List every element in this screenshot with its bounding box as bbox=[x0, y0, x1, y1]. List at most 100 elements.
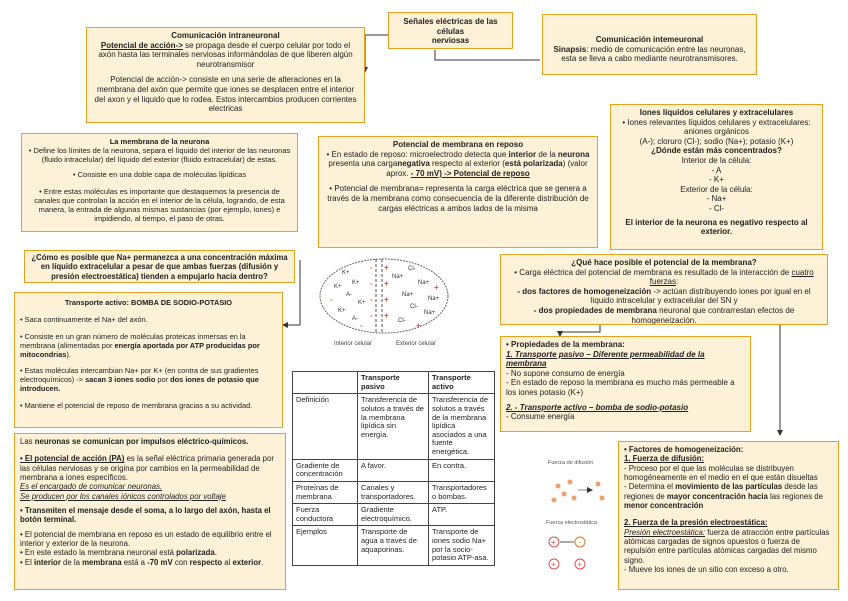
intraneuronal-p2: Potencial de acción-> consiste en una se… bbox=[94, 75, 357, 114]
reposo-title: Potencial de membrana en reposo bbox=[392, 140, 524, 149]
interior-label: Interior celular bbox=[334, 341, 373, 347]
interneuronal-text: Sinapsis: medio de comunicación entre la… bbox=[553, 44, 746, 64]
hace-box: ¿Qué hace posible el potencial de la mem… bbox=[500, 254, 828, 325]
transport-table-wrap: Transporte pasivo Transporte activo Defi… bbox=[292, 371, 495, 566]
table-cell: Fuerza conductora bbox=[292, 503, 358, 527]
minus-sign: - bbox=[370, 295, 373, 304]
membrana-box: La membrana de la neurona • Define los l… bbox=[21, 133, 298, 232]
plus-sign: + bbox=[384, 295, 389, 304]
table-cell: ATP. bbox=[428, 503, 495, 527]
comunican-p4: • En este estado la membrana neuronal es… bbox=[20, 548, 217, 558]
iones-exterior: Exterior de la célula: bbox=[680, 184, 753, 194]
ion-label: Na+ bbox=[392, 274, 404, 280]
comunican-p5: • El interior de la membrana está a -70 … bbox=[20, 557, 264, 567]
electro-figure: Fuerza electrostática + - + + bbox=[540, 518, 610, 580]
membrane-diagram-svg: K+ K+ K+ A- K+ K+ A- Na+ Cl- Na+ Na+ Na+… bbox=[319, 258, 449, 334]
minus-sign: - bbox=[360, 321, 363, 330]
ion-label: Cl- bbox=[408, 266, 416, 272]
svg-text:+: + bbox=[551, 560, 556, 569]
electro-figure-label: Fuerza electrostática bbox=[546, 520, 598, 526]
factores-title: • Factores de homogeneización: bbox=[624, 445, 744, 454]
ion-label: K+ bbox=[342, 270, 350, 276]
hace-dash2: - dos propiedades de membrana neuronal q… bbox=[533, 305, 795, 325]
factores-p4: - Mueve los iones de un sitio con exceso… bbox=[624, 565, 789, 575]
main-title-box: Señales eléctricas de las células nervio… bbox=[388, 12, 513, 49]
ion-label: Na+ bbox=[424, 310, 436, 316]
ion-label: Cl- bbox=[410, 304, 418, 310]
question-box: ¿Cómo es posible que Na+ permanezca a un… bbox=[24, 250, 295, 283]
iones-interior-2: - K+ bbox=[709, 175, 724, 185]
comunican-p1-note1: Es el encargado de comunicar neuronas. bbox=[20, 482, 163, 492]
ion-label: K+ bbox=[358, 300, 366, 306]
ion-label: K+ bbox=[334, 284, 342, 290]
iones-box: Iones líquidos celulares y extracelulare… bbox=[610, 104, 823, 250]
ion-label: A- bbox=[352, 316, 358, 322]
factores-heading2: 2. Fuerza de la presión electroestática: bbox=[624, 518, 768, 528]
factores-p1: - Proceso por el que las moléculas se di… bbox=[624, 463, 818, 483]
minus-sign: - bbox=[330, 295, 333, 304]
plus-sign: + bbox=[384, 263, 389, 272]
table-row: Gradiente de concentración A favor. En c… bbox=[292, 458, 495, 482]
iones-interior: Interior de la célula: bbox=[681, 155, 752, 165]
iones-line1: • Iones relevantes líquidos celulares y … bbox=[622, 117, 811, 127]
main-title-line1: Señales eléctricas de las células bbox=[403, 17, 498, 36]
table-cell: Gradiente electroquímico. bbox=[357, 503, 429, 527]
plus-sign: + bbox=[416, 321, 421, 330]
minus-sign: - bbox=[370, 263, 373, 272]
arrow-question-bomba bbox=[282, 260, 301, 328]
hace-bullet1: • Carga eléctrica del potencial de membr… bbox=[514, 267, 814, 287]
table-cell: En contra. bbox=[428, 458, 495, 482]
difusion-figure-label: Fuerza de difusión bbox=[548, 460, 594, 466]
table-header-cell: Transporte activo bbox=[428, 371, 495, 395]
comunican-p2: • Transmiten el mensaje desde el soma, a… bbox=[20, 506, 271, 525]
arrow-title-inter bbox=[434, 50, 540, 61]
table-cell: Definición bbox=[292, 393, 358, 460]
propiedades-p2: - En estado de reposo la membrana es muc… bbox=[506, 378, 735, 397]
iones-interior-1: - A bbox=[711, 165, 722, 175]
table-cell: Gradiente de concentración bbox=[292, 458, 358, 482]
table-row: Definición Transferencia de solutos a tr… bbox=[292, 393, 495, 460]
comunican-p1: • El potencial de acción (PA) es la seña… bbox=[20, 454, 274, 483]
ion-label: Na+ bbox=[418, 280, 430, 286]
table-row: Fuerza conductora Gradiente electroquími… bbox=[292, 503, 495, 527]
factores-p2: - Determina el movimiento de las partícu… bbox=[624, 482, 823, 511]
bomba-bullet1: • Saca continuamente el Na+ del axón. bbox=[20, 314, 148, 324]
bomba-bullet4: • Mantiene el potencial de reposo de mem… bbox=[20, 401, 253, 410]
hace-title: ¿Qué hace posible el potencial de la mem… bbox=[571, 258, 757, 267]
factores-heading1: 1. Fuerza de difusión: bbox=[624, 454, 705, 464]
difusion-dots bbox=[551, 479, 605, 503]
iones-line2: aniones orgánicos bbox=[684, 127, 749, 137]
propiedades-p3: - Consume energía bbox=[506, 412, 575, 422]
interneuronal-box: Comunicación intemeuronal Sinapsis: medi… bbox=[542, 14, 757, 75]
table-cell: Transferencia de solutos a través de la … bbox=[357, 393, 429, 460]
difusion-figure: Fuerza de difusión bbox=[540, 458, 610, 518]
table-row: Ejemplos Transporte de agua a través de … bbox=[292, 525, 495, 566]
minus-sign: - bbox=[370, 279, 373, 288]
table-cell: Ejemplos bbox=[292, 525, 358, 566]
table-cell: Transferencia de solutos a través de la … bbox=[428, 393, 495, 460]
bomba-bullet2: • Consiste en un gran número de molécula… bbox=[20, 331, 260, 359]
cell-ellipse bbox=[319, 258, 449, 334]
table-cell: Transportadores o bombas. bbox=[428, 480, 495, 505]
interneuronal-title: Comunicación intemeuronal bbox=[595, 35, 704, 44]
membrana-title: La membrana de la neurona bbox=[109, 137, 210, 146]
arrow-hace-propiedades bbox=[557, 325, 601, 337]
intraneuronal-p1: Potencial de acción-> se propaga desde e… bbox=[98, 40, 353, 69]
ion-label: K+ bbox=[352, 280, 360, 286]
reposo-box: Potencial de membrana en reposo • En est… bbox=[318, 136, 598, 248]
propiedades-box: • Propiedades de la membrana: 1. Transpo… bbox=[500, 336, 751, 432]
table-cell: Transporte de agua a través de aquaporin… bbox=[357, 525, 429, 566]
table-cell: A favor. bbox=[357, 458, 429, 482]
membrana-bullet1: • Define los límites de la neurona, sepa… bbox=[28, 146, 291, 164]
propiedades-heading2: 2. - Transporte activo – bomba de sodio-… bbox=[506, 402, 689, 412]
factores-box: • Factores de homogeneización: 1. Fuerza… bbox=[618, 441, 839, 590]
svg-text:+: + bbox=[577, 560, 582, 569]
intraneuronal-box: Comunicación intraneuronal Potencial de … bbox=[86, 27, 365, 123]
comunican-title: Las neuronas se comunican por impulsos e… bbox=[20, 437, 249, 446]
hace-dash1: - dos factores de homogeneización -> act… bbox=[517, 286, 811, 306]
ion-label: Cl- bbox=[398, 318, 406, 324]
comunican-p3: • El potencial de membrana en reposo es … bbox=[20, 529, 272, 549]
iones-title: Iones líquidos celulares y extracelulare… bbox=[639, 108, 794, 117]
iones-question: ¿Dónde están más concentrados? bbox=[651, 146, 782, 156]
minus-sign: - bbox=[370, 311, 373, 320]
